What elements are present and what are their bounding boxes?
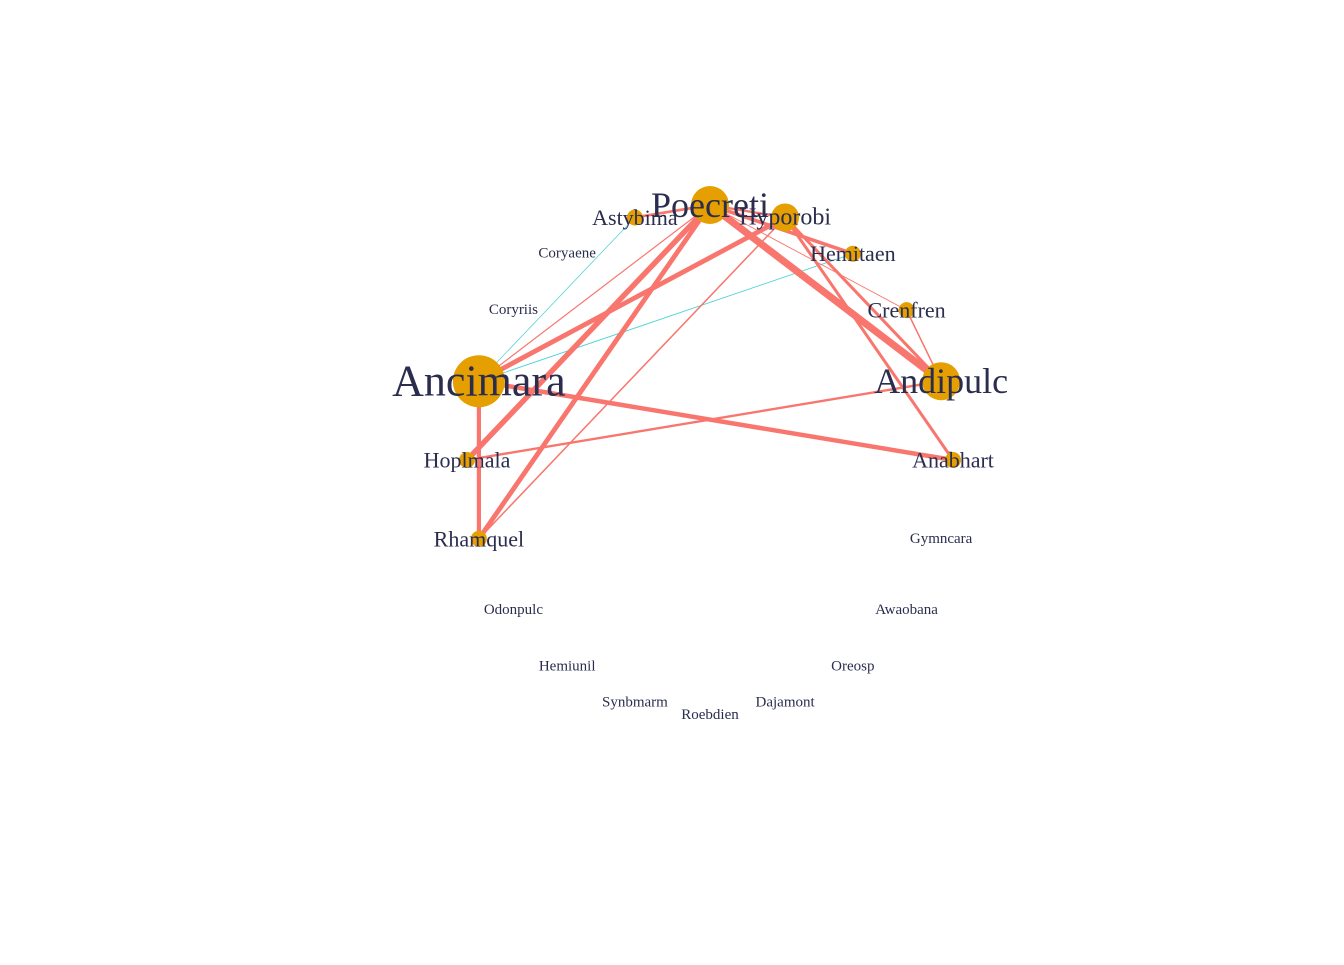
node-layer xyxy=(452,186,961,547)
node-poecreti[interactable] xyxy=(691,186,729,224)
node-label-gymncara: Gymncara xyxy=(910,531,973,547)
edge-poecreti-andipulc xyxy=(706,201,945,385)
edge-ancimara-astybima xyxy=(478,217,636,382)
node-label-hyporobi: Hyporobi xyxy=(739,204,831,230)
node-hemitaen[interactable] xyxy=(844,245,861,262)
edge-ancimara-hyporobi xyxy=(476,215,788,384)
edge-poecreti-crenfren xyxy=(709,204,908,311)
node-anabhart[interactable] xyxy=(945,452,961,468)
node-label-astybima: Astybima xyxy=(592,205,678,230)
node-label-poecreti: Poecreti xyxy=(651,185,769,225)
node-label-crenfren: Crenfren xyxy=(867,298,945,323)
node-label-coryaene: Coryaene xyxy=(538,246,596,262)
node-andipulc[interactable] xyxy=(922,362,961,401)
node-label-hoplmala: Hoplmala xyxy=(424,448,511,473)
node-hyporobi[interactable] xyxy=(771,203,800,232)
edge-poecreti-rhamquel xyxy=(476,202,713,542)
node-rhamquel[interactable] xyxy=(470,530,487,547)
node-label-anabhart: Anabhart xyxy=(912,448,994,473)
edge-hyporobi-anabhart xyxy=(783,215,955,462)
label-layer: PoecretiHyporobiHemitaenCrenfrenAndipulc… xyxy=(392,185,1008,723)
node-label-hemitaen: Hemitaen xyxy=(810,241,896,266)
edge-poecreti-hoplmala xyxy=(464,202,713,463)
node-label-hemiunil: Hemiunil xyxy=(539,658,596,674)
node-label-coryriis: Coryriis xyxy=(489,302,538,318)
node-label-ancimara: Ancimara xyxy=(392,357,565,406)
node-astybima[interactable] xyxy=(626,209,643,226)
edge-ancimara-anabhart xyxy=(476,378,956,463)
node-crenfren[interactable] xyxy=(898,302,915,319)
node-label-synbmarm: Synbmarm xyxy=(602,695,668,711)
node-label-odonpulc: Odonpulc xyxy=(484,602,544,618)
node-hoplmala[interactable] xyxy=(459,452,475,468)
edge-ancimara-hemitaen xyxy=(478,253,854,382)
edge-ancimara-poecreti xyxy=(478,204,711,382)
node-label-roebdien: Roebdien xyxy=(681,707,739,723)
edge-hyporobi-rhamquel xyxy=(478,216,786,540)
node-label-oreosp: Oreosp xyxy=(831,658,874,674)
node-ancimara[interactable] xyxy=(452,355,505,408)
node-label-rhamquel: Rhamquel xyxy=(434,526,524,551)
node-label-dajamont: Dajamont xyxy=(756,695,816,711)
edge-andipulc-hoplmala xyxy=(465,380,943,462)
node-label-awaobana: Awaobana xyxy=(875,602,938,618)
node-label-andipulc: Andipulc xyxy=(874,361,1008,401)
edge-hyporobi-andipulc xyxy=(783,215,943,383)
